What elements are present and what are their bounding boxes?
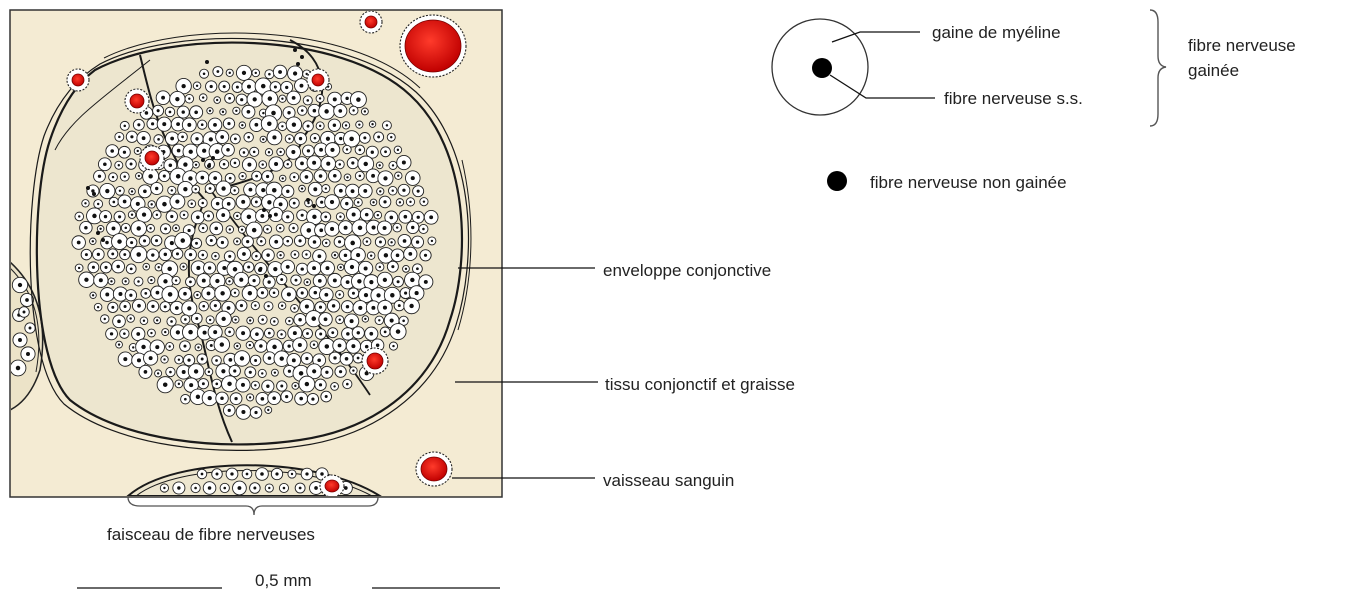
label-unsheathed-fiber: fibre nerveuse non gainée — [870, 173, 1067, 192]
label-scale: 0,5 mm — [255, 571, 312, 590]
label-connective-fat: tissu conjonctif et graisse — [605, 375, 795, 394]
label-blood-vessel: vaisseau sanguin — [603, 471, 734, 490]
legend-unsheathed-dot — [827, 171, 847, 191]
label-fiber-bundle: faisceau de fibre nerveuses — [107, 525, 315, 544]
label-connective-sheath: enveloppe conjonctive — [603, 261, 771, 280]
label-nerve-fiber-ss: fibre nerveuse s.s. — [944, 89, 1083, 108]
label-myelin-sheath: gaine de myéline — [932, 23, 1061, 42]
legend-axon-dot — [812, 58, 832, 78]
label-sheathed-fiber: fibre nerveuse gainée — [1188, 36, 1300, 80]
legend-brace — [1150, 10, 1166, 126]
bundle-brace — [128, 497, 378, 515]
